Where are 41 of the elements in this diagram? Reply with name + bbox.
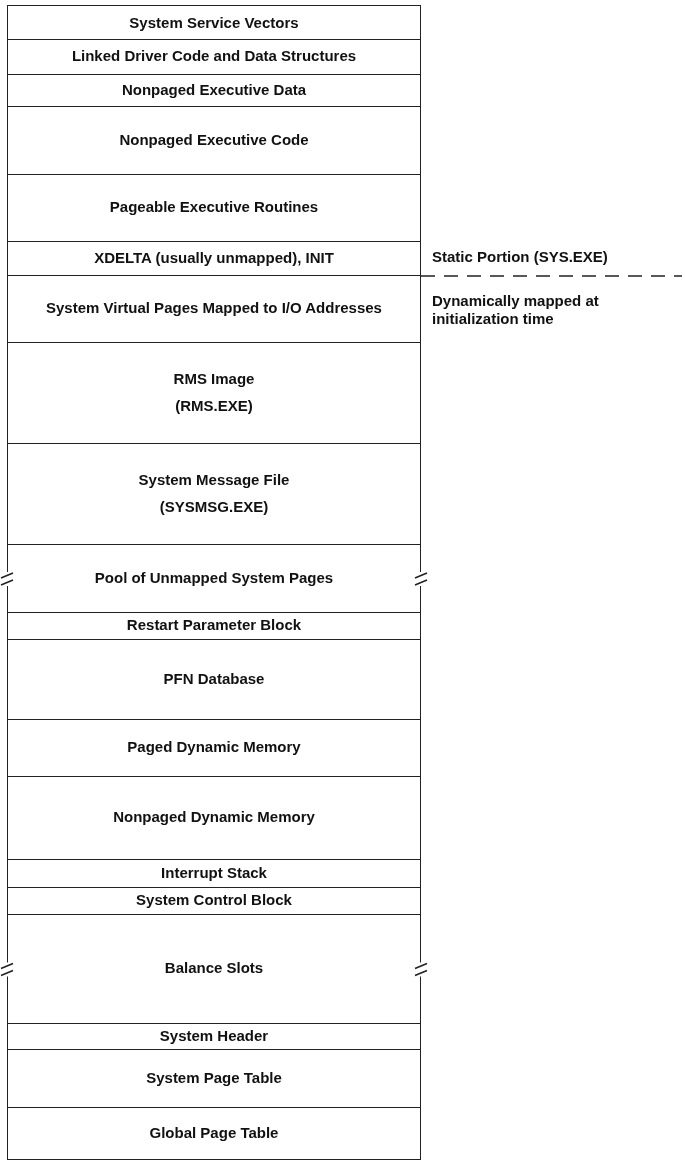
region-label: Paged Dynamic Memory xyxy=(127,738,301,758)
memory-region-band xyxy=(7,73,421,107)
annotation-text: Static Portion (SYS.EXE) xyxy=(432,248,609,266)
region-label: Interrupt Stack xyxy=(161,863,267,883)
region-label: Restart Parameter Block xyxy=(126,616,302,636)
memory-region-band xyxy=(7,858,421,888)
region-label: PFN Database xyxy=(163,669,265,689)
region-label: RMS Image xyxy=(173,370,255,389)
region-label: Nonpaged Executive Code xyxy=(119,130,309,150)
region-label: System Message File xyxy=(138,471,290,490)
annotation-text: Dynamically mapped at initialization time xyxy=(432,292,600,328)
region-label: System Header xyxy=(159,1026,269,1046)
region-label: System Page Table xyxy=(146,1068,282,1088)
region-label: System Control Block xyxy=(136,891,292,911)
memory-region-band xyxy=(7,638,421,720)
region-label: Global Page Table xyxy=(149,1123,279,1143)
memory-region-band xyxy=(7,274,421,343)
memory-region-band xyxy=(7,718,421,777)
region-label: Pool of Unmapped System Pages xyxy=(94,568,334,588)
memory-region-band xyxy=(7,1106,421,1160)
region-label: System Service Vectors xyxy=(129,13,299,33)
region-label: (RMS.EXE) xyxy=(175,396,253,416)
memory-region-band xyxy=(7,775,421,860)
memory-region-band xyxy=(7,543,421,613)
region-label: Pageable Executive Routines xyxy=(109,198,319,218)
memory-region-band xyxy=(7,105,421,175)
memory-region-band xyxy=(7,5,421,42)
memory-region-band xyxy=(7,173,421,242)
region-label: Nonpaged Dynamic Memory xyxy=(113,808,315,828)
region-label: Nonpaged Executive Data xyxy=(121,80,307,100)
memory-region-band xyxy=(7,913,421,1024)
memory-region-band xyxy=(7,240,421,276)
memory-region-band xyxy=(7,341,421,444)
memory-region-band xyxy=(7,442,421,545)
region-label: (SYSMSG.EXE) xyxy=(159,497,269,517)
region-label: System Virtual Pages Mapped to I/O Addresses xyxy=(46,299,382,319)
region-label: XDELTA (usually unmapped), INIT xyxy=(94,248,334,268)
region-label: Balance Slots xyxy=(164,959,264,979)
memory-region-band xyxy=(7,1048,421,1108)
memory-region-band xyxy=(7,1022,421,1050)
region-label: Linked Driver Code and Data Structures xyxy=(71,47,357,67)
